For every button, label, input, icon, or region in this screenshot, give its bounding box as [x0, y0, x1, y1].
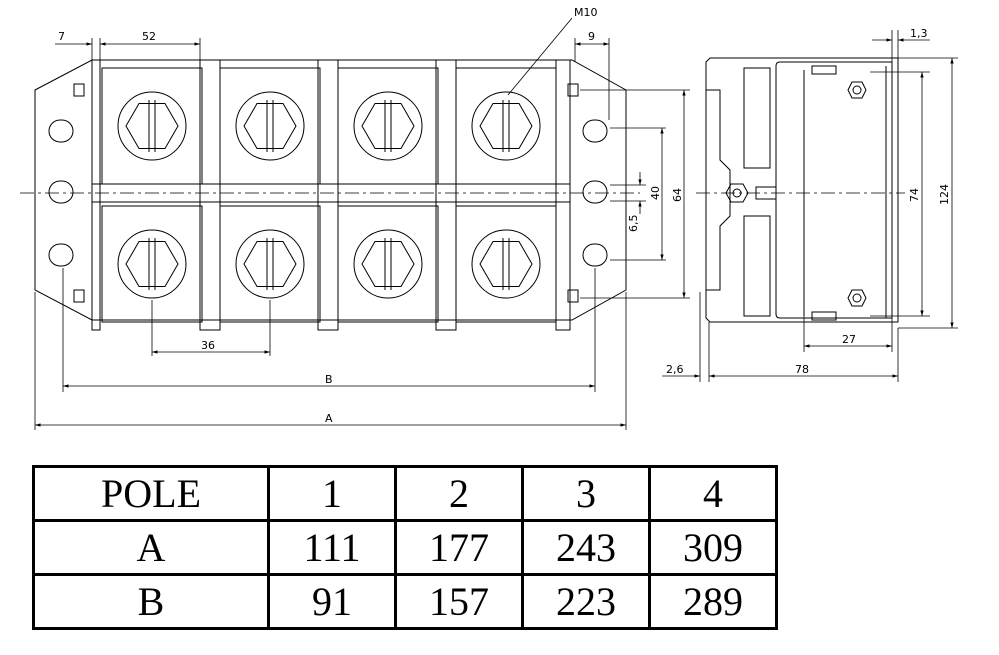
- terminal-cell: [219, 67, 321, 185]
- dim-9: 9: [588, 30, 595, 43]
- corner-nut: [73, 83, 85, 97]
- side-tab: [811, 311, 837, 321]
- side-insulator: [706, 89, 731, 291]
- frame-strip: [435, 59, 457, 331]
- table-row-label: B: [32, 573, 270, 630]
- front-view: [20, 59, 640, 331]
- side-clamp: [743, 67, 771, 169]
- hex-nut-bore: [852, 85, 862, 95]
- side-tab: [811, 65, 837, 75]
- side-body-outline: [705, 57, 899, 323]
- table-cell: 91: [267, 573, 397, 630]
- terminal-screw-head: [361, 103, 415, 149]
- dim-A: A: [325, 412, 333, 425]
- terminal-washer: [235, 91, 305, 161]
- dim-74: 74: [908, 188, 921, 202]
- corner-nut: [567, 83, 579, 97]
- terminal-cell: [337, 67, 439, 185]
- table-cell: 157: [394, 573, 524, 630]
- side-clamp: [743, 215, 771, 317]
- terminal-cell: [101, 67, 203, 185]
- terminal-washer: [235, 229, 305, 299]
- front-dimension-labels: 7 52 9 M10 36 B A 64 40 6,5: [58, 6, 684, 425]
- table-row: B 91 157 223 289: [32, 573, 778, 630]
- table-cell: 111: [267, 519, 397, 576]
- mount-slot: [582, 180, 608, 204]
- table-column-header: 3: [521, 465, 651, 522]
- dim-52: 52: [142, 30, 156, 43]
- terminal-cells: [101, 67, 557, 323]
- table-cell: 177: [394, 519, 524, 576]
- side-cover: [775, 61, 893, 319]
- dim-1-3: 1,3: [910, 27, 928, 40]
- dim-6-5: 6,5: [627, 215, 640, 233]
- screw-callout-m10: M10: [574, 6, 598, 19]
- dim-124: 124: [938, 184, 951, 205]
- corner-nut: [73, 289, 85, 303]
- table-cell: 223: [521, 573, 651, 630]
- table-cell: 243: [521, 519, 651, 576]
- dim-27: 27: [842, 333, 856, 346]
- terminal-washer: [353, 229, 423, 299]
- mount-slot: [48, 180, 74, 204]
- mount-slot: [582, 243, 608, 267]
- terminal-cell: [455, 205, 557, 323]
- hex-nut: [847, 81, 867, 99]
- terminal-screw-head: [125, 241, 179, 287]
- terminal-cell: [337, 205, 439, 323]
- dim-B: B: [325, 373, 333, 386]
- table-header-label: POLE: [32, 465, 270, 522]
- terminal-washer: [471, 229, 541, 299]
- hex-nut: [847, 289, 867, 307]
- table-cell: 309: [648, 519, 778, 576]
- pole-dimension-table: POLE 1 2 3 4 A 111 177 243 309 B 91 157 …: [32, 465, 778, 630]
- hex-nut-bore: [852, 293, 862, 303]
- side-view: [696, 57, 905, 323]
- terminal-screw-head: [479, 103, 533, 149]
- table-column-header: 1: [267, 465, 397, 522]
- corner-nut: [567, 289, 579, 303]
- table-column-header: 4: [648, 465, 778, 522]
- terminal-screw-head: [361, 241, 415, 287]
- side-dimensions: [662, 30, 958, 382]
- technical-drawing: 7 52 9 M10 36 B A 64 40 6,5: [20, 6, 958, 430]
- mount-slot: [48, 243, 74, 267]
- terminal-washer: [353, 91, 423, 161]
- terminal-screw-head: [479, 241, 533, 287]
- table-cell: 289: [648, 573, 778, 630]
- terminal-screw-head: [243, 241, 297, 287]
- table-header-row: POLE 1 2 3 4: [32, 465, 778, 522]
- terminal-cell: [455, 67, 557, 185]
- frame-strip: [199, 59, 221, 331]
- mount-slot: [582, 119, 608, 143]
- frame-strip: [91, 59, 101, 331]
- table-row-label: A: [32, 519, 270, 576]
- mounting-holes: [48, 119, 608, 267]
- terminal-washer: [117, 91, 187, 161]
- terminal-washer: [471, 91, 541, 161]
- front-dimensions: [34, 17, 690, 430]
- dim-78: 78: [795, 363, 809, 376]
- side-dimension-labels: 1,3 74 124 27 2,6 78: [666, 27, 951, 376]
- terminal-screw-head: [125, 103, 179, 149]
- table-column-header: 2: [394, 465, 524, 522]
- terminal-screw-head: [243, 103, 297, 149]
- terminal-washer: [117, 229, 187, 299]
- dim-40: 40: [649, 186, 662, 200]
- table-row: A 111 177 243 309: [32, 519, 778, 576]
- mount-slot: [48, 119, 74, 143]
- frame-strip: [317, 59, 339, 331]
- dim-7: 7: [58, 30, 65, 43]
- dim-36: 36: [201, 339, 215, 352]
- base-plate-outline: [34, 59, 627, 321]
- dim-64: 64: [671, 188, 684, 202]
- dim-2-6: 2,6: [666, 363, 684, 376]
